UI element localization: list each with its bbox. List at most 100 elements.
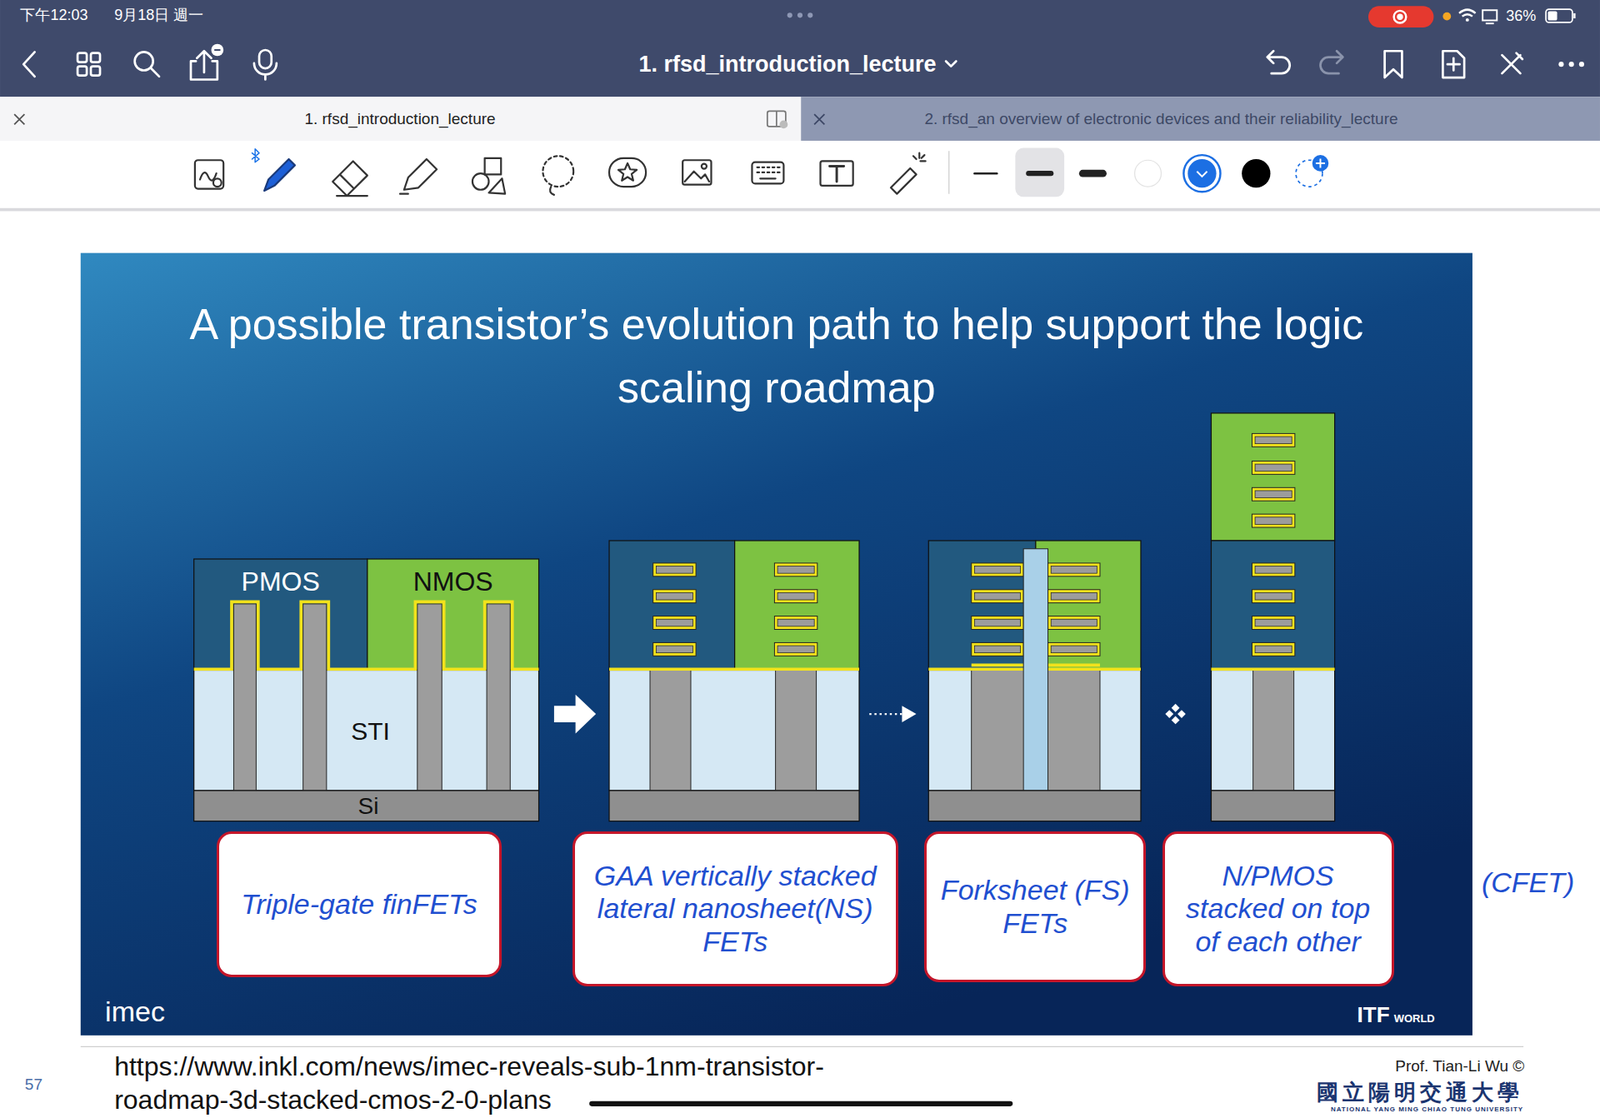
- textbox-icon: [830, 166, 845, 182]
- annotation-text: Triple-gate finFETs: [240, 888, 477, 921]
- si-substrate: [928, 790, 1141, 822]
- region-label: Si: [358, 792, 380, 821]
- search-icon: [150, 68, 160, 77]
- image-icon: [701, 164, 707, 170]
- grid-icon: [90, 66, 100, 76]
- nanosheet: [653, 563, 696, 577]
- dotted-arrow: [869, 713, 902, 715]
- nanosheet: [1251, 616, 1295, 630]
- author-credit: Prof. Tian-Li Wu ©: [1395, 1057, 1525, 1077]
- tab-close: [814, 114, 825, 125]
- nanosheet: [1048, 642, 1100, 656]
- status-time: 下午12:03: [20, 6, 88, 25]
- inactive-tab: [800, 96, 1600, 141]
- page-number: 57: [25, 1075, 43, 1095]
- more-dot: [1579, 61, 1585, 67]
- gate-dielectric: [194, 601, 540, 670]
- active-tab: [0, 96, 801, 141]
- battery-percent: 36%: [1505, 7, 1536, 26]
- keyboard-icon: [751, 162, 784, 185]
- dotted-arrow-head: [901, 705, 916, 723]
- fin-base: [1253, 670, 1295, 790]
- nanosheet: [1251, 460, 1295, 475]
- nanosheet: [653, 590, 696, 604]
- diamond-mark: [1165, 710, 1174, 719]
- bookmark-icon: [1385, 50, 1403, 78]
- keyboard-icon: [757, 167, 780, 179]
- status-date: 9月18日 週一: [114, 6, 204, 25]
- mic-icon: [259, 50, 272, 69]
- toolbar: [0, 140, 1600, 209]
- selected-stroke-bg: [1015, 148, 1065, 198]
- annotation-text: GAA vertically stacked lateral nanosheet…: [585, 860, 886, 958]
- battery-nub: [1573, 13, 1575, 19]
- multitask-dot: [807, 12, 813, 18]
- annotation-box: Forksheet (FS) FETs: [924, 831, 1146, 983]
- diamond-mark: [1171, 704, 1180, 713]
- record-pill: [1368, 5, 1434, 28]
- wifi-icon: [1459, 10, 1476, 17]
- white-swatch: [1135, 160, 1162, 187]
- wifi-icon: [1465, 18, 1470, 22]
- pmos-region: PMOS: [194, 559, 368, 670]
- back-icon: [23, 51, 35, 76]
- bluetooth-icon: [251, 149, 260, 163]
- sticker-icon: [618, 163, 637, 181]
- nanosheet: [1251, 642, 1295, 656]
- shapes-icon: [472, 173, 490, 190]
- tab-title: 2. rfsd_an overview of electronic device…: [924, 110, 1398, 130]
- highlighter-icon: [400, 159, 437, 195]
- evolution-arrow: [554, 695, 596, 735]
- share-icon: [190, 50, 218, 80]
- annotation-text: Forksheet (FS) FETs: [936, 874, 1134, 940]
- diamond-mark: [1171, 716, 1180, 725]
- nanosheet: [971, 563, 1024, 577]
- nanosheet: [1048, 563, 1100, 577]
- annotation-box: GAA vertically stacked lateral nanosheet…: [572, 831, 899, 987]
- eraser-icon: [332, 160, 368, 196]
- annotation-box: N/PMOS stacked on top of each other: [1162, 831, 1395, 987]
- multitask-dot: [787, 12, 793, 18]
- nanosheet: [1048, 590, 1100, 604]
- slide-background: [80, 253, 1473, 1036]
- grid-icon: [90, 53, 100, 63]
- gate-dielectric: [1210, 667, 1335, 671]
- nanosheet: [1251, 590, 1295, 604]
- add-page-icon: [1442, 50, 1465, 78]
- nanosheet: [653, 642, 696, 656]
- sticker-icon: [609, 158, 646, 187]
- pmos-gate: [928, 540, 1036, 671]
- nav-bar: [0, 0, 1600, 97]
- nanosheet: [1251, 563, 1295, 577]
- si-substrate: [1210, 790, 1335, 822]
- nanosheet: [1251, 487, 1295, 501]
- grid-icon: [77, 66, 87, 76]
- gate-dielectric: [609, 667, 860, 671]
- annotation-box: Triple-gate finFETs: [216, 831, 503, 978]
- ellipsis-diamonds: [1165, 704, 1185, 725]
- fin-base: [650, 670, 691, 790]
- nanosheet: [653, 616, 696, 630]
- pen-stroke: [591, 1101, 1010, 1107]
- laser-icon: [890, 153, 926, 195]
- diamond-mark: [1177, 710, 1186, 719]
- medium-stroke: [1028, 170, 1051, 176]
- handwriting-icon: [213, 178, 222, 187]
- blue-swatch: [1187, 159, 1216, 188]
- nav-icons: [23, 50, 1523, 80]
- add-swatch-plus: [1312, 155, 1330, 172]
- more-dot: [1569, 61, 1575, 67]
- nmos-gate: [1210, 413, 1335, 541]
- battery-icon: [1545, 9, 1573, 23]
- nmos-gate: [1035, 540, 1141, 671]
- fin: [303, 604, 327, 791]
- thick-stroke: [1082, 170, 1103, 178]
- source-url: https://www.inkl.com/news/imec-reveals-s…: [114, 1050, 865, 1117]
- redo-icon: [1320, 50, 1343, 74]
- nmos-region: NMOS: [367, 559, 540, 670]
- share-badge: [214, 49, 220, 51]
- si-substrate: [194, 790, 540, 822]
- nanosheet: [774, 590, 817, 604]
- split-icon: [780, 120, 789, 129]
- more-dot: [1558, 61, 1564, 67]
